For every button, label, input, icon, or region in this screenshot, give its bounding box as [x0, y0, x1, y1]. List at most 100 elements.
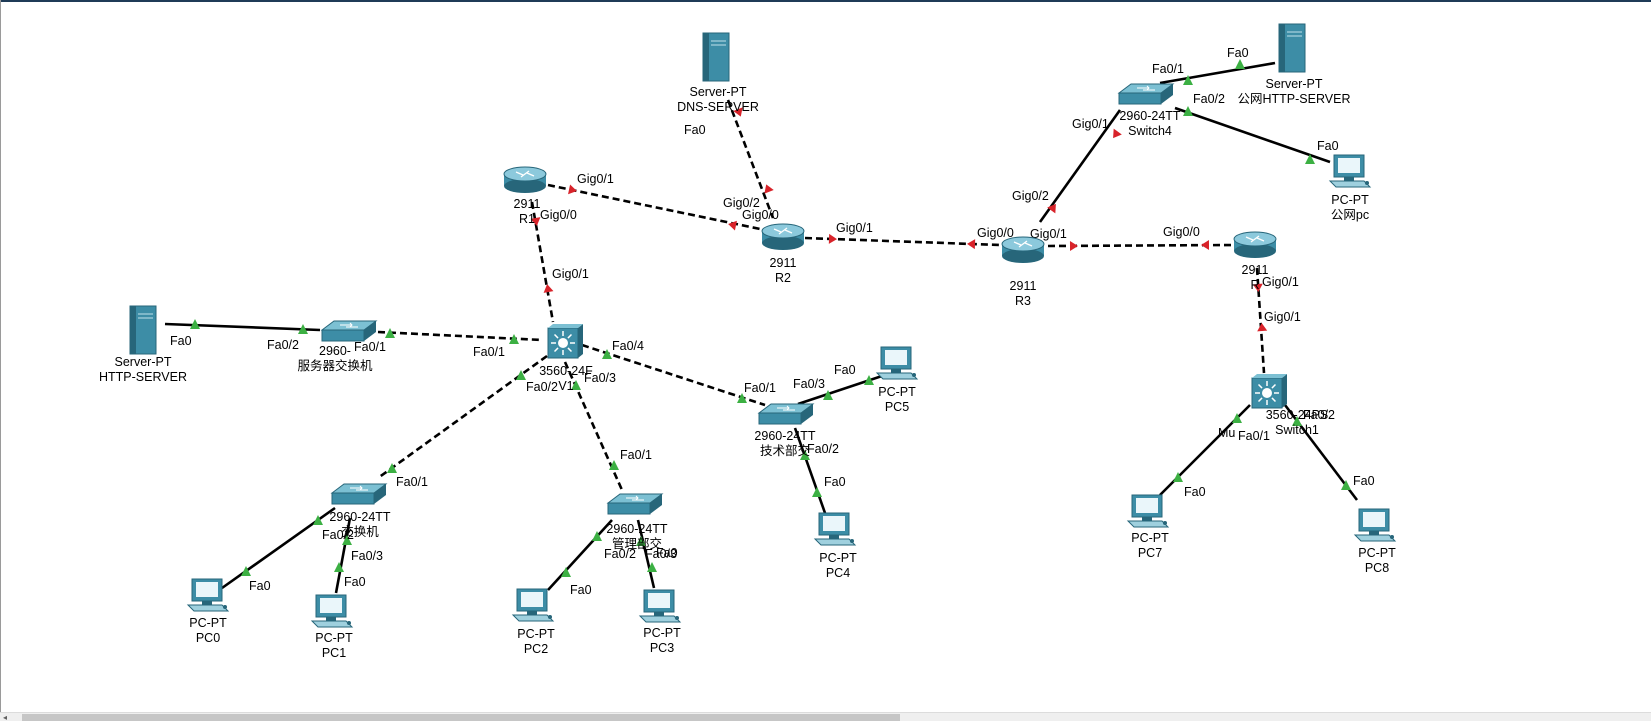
cable-swmid-pc3[interactable]	[636, 519, 656, 589]
port-label-r3-6: Gig0/1	[1030, 227, 1067, 241]
device-label-sw4-0: 2960-24TT	[1119, 109, 1181, 123]
router-icon-r1[interactable]	[503, 166, 547, 193]
port-label-techsw-14: Fa0/3	[793, 377, 825, 391]
port-label-r4-8: Gig0/1	[1262, 275, 1299, 289]
port-label-dns-4: Fa0	[684, 123, 706, 137]
scroll-left-arrow-icon[interactable]: ◂	[3, 713, 8, 721]
device-label-pc2-0: PC-PT	[517, 627, 555, 641]
device-label-r4-1: R	[1250, 278, 1259, 292]
port-label-r2-3: Gig0/2	[723, 196, 760, 210]
port-label-pc4-15: Fa0	[824, 475, 846, 489]
link-light-up-16-a	[313, 515, 323, 525]
port-label-r2-5: Gig0/1	[836, 221, 873, 235]
pc-icon-pc1[interactable]	[310, 594, 354, 628]
cable-swmid-pc2[interactable]	[547, 519, 613, 591]
device-label-r4-0: 2911	[1242, 263, 1269, 277]
link-light-up-21-a	[1292, 416, 1302, 426]
port-label-techsw-11: Fa0/1	[744, 381, 776, 395]
router-icon-r3[interactable]	[1001, 236, 1045, 263]
pc-icon-pc2[interactable]	[511, 588, 555, 622]
pc-icon-pubpc[interactable]	[1328, 154, 1372, 188]
cable-ml-techsw[interactable]	[581, 343, 766, 407]
mlswitch-icon-ml[interactable]	[547, 324, 583, 359]
cable-dns-r2[interactable]	[726, 99, 775, 219]
cable-r3-sw4[interactable]	[1038, 109, 1122, 223]
device-label-srvsw-0: 2960-	[319, 344, 351, 358]
device-label-pc8-1: PC8	[1365, 561, 1389, 575]
port-label-sw1-21: Fa0/2	[1303, 408, 1335, 422]
pc-icon-pc8[interactable]	[1353, 508, 1397, 542]
link-light-down-4-b	[764, 184, 774, 194]
cable-r1-ml[interactable]	[530, 201, 555, 323]
cable-swleft-pc1[interactable]	[334, 517, 352, 594]
port-label-pubpc-1: Fa0	[1317, 139, 1339, 153]
link-light-up-10-b	[509, 334, 519, 344]
port-label-ml-11: Fa0/4	[612, 339, 644, 353]
switch-icon-swmid[interactable]	[606, 493, 664, 515]
link-light-up-9-a	[190, 319, 200, 329]
server-icon-dns[interactable]	[702, 32, 730, 82]
link-light-up-18-a	[592, 531, 602, 541]
port-label-swleft-17: Fa0/3	[351, 549, 383, 563]
link-light-up-12-a	[516, 370, 526, 380]
switch-icon-techsw[interactable]	[757, 403, 815, 425]
port-label-swmid-13: Fa0/1	[620, 448, 652, 462]
link-light-up-17-a	[342, 535, 352, 545]
port-label-sw4-1: Fa0/2	[1193, 92, 1225, 106]
switch-icon-sw4[interactable]	[1117, 83, 1175, 105]
port-label-r4-6: Gig0/0	[1163, 225, 1200, 239]
device-label-pc3-1: PC3	[650, 641, 674, 655]
link-light-down-3-b	[728, 220, 737, 231]
link-light-down-4-a	[733, 107, 743, 117]
cable-r1-r2[interactable]	[547, 183, 766, 232]
cable-http-srvsw[interactable]	[164, 322, 321, 332]
router-icon-r4[interactable]	[1233, 231, 1277, 258]
device-label-pc5-0: PC-PT	[878, 385, 916, 399]
device-label-sw4-1: Switch4	[1128, 124, 1172, 138]
switch-icon-srvsw[interactable]	[320, 320, 378, 342]
port-label-layer: Fa0/1Fa0Fa0/2Fa0Gig0/2Gig0/1Gig0/1Gig0/2…	[170, 46, 1375, 597]
device-label-pubpc-0: PC-PT	[1331, 193, 1369, 207]
link-light-up-10-a	[385, 328, 395, 338]
port-label-pc3-19: Fa0	[656, 546, 678, 560]
device-label-techsw-0: 2960-24TT	[754, 429, 816, 443]
port-label-pc8-21: Fa0	[1353, 474, 1375, 488]
link-light-down-2-a	[1047, 203, 1056, 214]
link-light-up-0-b	[1235, 59, 1245, 69]
cable-sw4-pubpc[interactable]	[1174, 106, 1331, 164]
switch-icon-swleft[interactable]	[330, 483, 388, 505]
cable-sw4-pubhttp[interactable]	[1159, 61, 1276, 85]
link-status-layer	[190, 59, 1351, 577]
device-label-pc7-1: PC7	[1138, 546, 1162, 560]
port-label-r1-7: Gig0/0	[540, 208, 577, 222]
cable-srvsw-ml[interactable]	[377, 330, 543, 342]
device-label-swmid-1: 管理部交	[612, 536, 662, 551]
pc-icon-pc3[interactable]	[638, 589, 682, 623]
port-label-ml-13: Fa0/3	[584, 371, 616, 385]
scrollbar-thumb[interactable]	[22, 714, 900, 721]
port-label-swmid-18: Fa0/2	[604, 547, 636, 561]
port-label-swmid-19: Fa0/3	[645, 547, 677, 561]
port-label-sw1-8: Gig0/1	[1264, 310, 1301, 324]
server-icon-http[interactable]	[129, 305, 157, 355]
device-label-pc0-0: PC-PT	[189, 616, 227, 630]
link-light-up-21-b	[1341, 480, 1351, 490]
pc-icon-pc7[interactable]	[1126, 494, 1170, 528]
device-layer[interactable]	[129, 23, 1397, 628]
link-light-up-13-a	[571, 380, 581, 390]
pc-icon-pc5[interactable]	[875, 346, 919, 380]
cable-techsw-pc4[interactable]	[793, 427, 827, 514]
pc-icon-pc4[interactable]	[813, 512, 857, 546]
router-icon-r2[interactable]	[761, 223, 805, 250]
server-icon-pubhttp[interactable]	[1278, 23, 1306, 73]
horizontal-scrollbar[interactable]: ◂	[0, 712, 1651, 721]
device-label-pc3-0: PC-PT	[643, 626, 681, 640]
link-light-up-14-a	[823, 390, 833, 400]
mlswitch-icon-sw1[interactable]	[1251, 374, 1287, 409]
link-light-up-19-b	[647, 562, 657, 572]
pc-icon-pc0[interactable]	[186, 578, 230, 612]
port-label-pc2-18: Fa0	[570, 583, 592, 597]
device-label-pc0-1: PC0	[196, 631, 220, 645]
